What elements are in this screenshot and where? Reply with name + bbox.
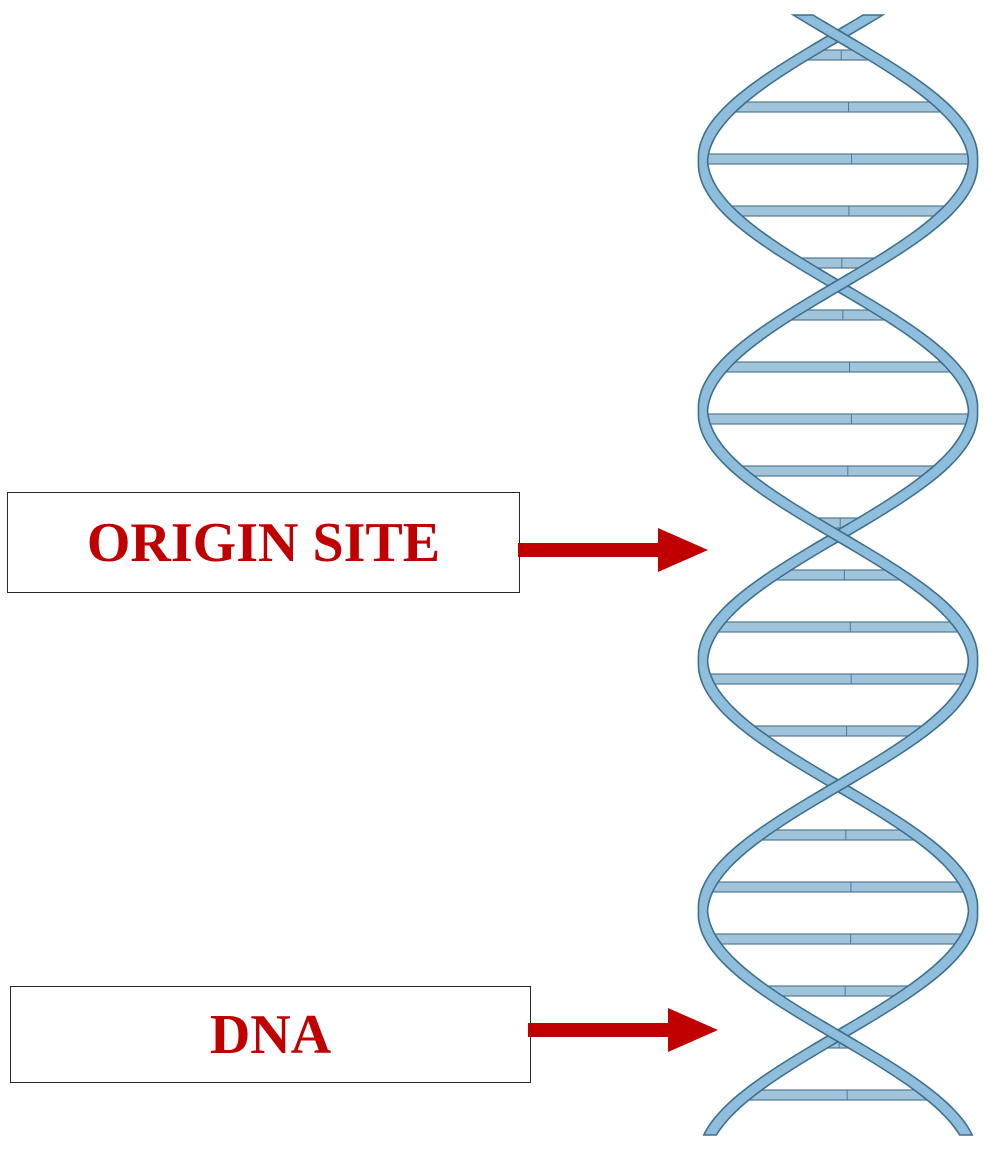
base-pair-rung — [722, 361, 954, 373]
base-pair-rung — [710, 933, 966, 945]
base-pair-rung — [705, 673, 971, 685]
base-pair-rung — [708, 881, 968, 893]
base-pair-rung — [728, 205, 948, 217]
base-pair-rung — [714, 621, 962, 633]
dna-label: DNA — [209, 1003, 332, 1066]
origin-site-label: ORIGIN SITE — [86, 511, 441, 574]
helix-strand-front — [697, 14, 979, 1136]
base-pair-rung — [702, 153, 974, 165]
base-pair-rung — [773, 569, 903, 581]
helix-strand-1 — [697, 14, 979, 1136]
helix-strand-back — [697, 14, 979, 1136]
helix-strand-2 — [697, 14, 979, 1136]
right-arrow-icon — [528, 1008, 718, 1052]
base-pair-rung — [751, 725, 925, 737]
base-pair-rung — [759, 829, 917, 841]
base-pair-rungs — [702, 49, 974, 1101]
right-arrow-icon — [518, 528, 708, 572]
base-pair-rung — [703, 413, 973, 425]
base-pair-rung — [739, 465, 937, 477]
base-pair-rung — [765, 985, 911, 997]
origin-site-label-box: ORIGIN SITE — [7, 492, 520, 593]
base-pair-rung — [732, 101, 944, 113]
dna-label-box: DNA — [10, 986, 531, 1083]
base-pair-rung — [745, 1089, 930, 1101]
